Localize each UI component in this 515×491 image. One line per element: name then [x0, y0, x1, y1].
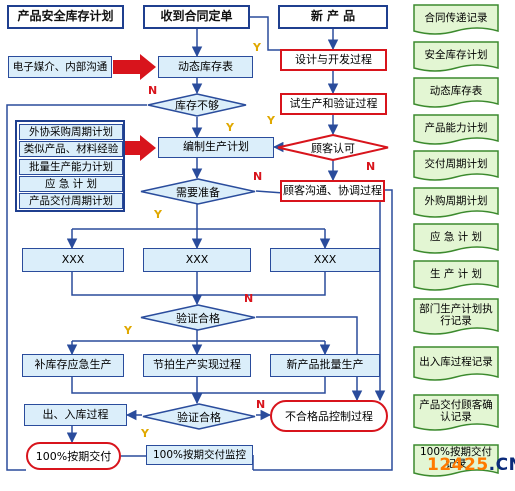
doc-label: 出入库过程记录: [419, 355, 493, 368]
doc-label: 动态库存表: [429, 84, 483, 97]
doc-dept-execution: 部门生产计划执行记录: [413, 298, 499, 338]
verify-diamond-2: [142, 403, 256, 430]
customer-approve-label: 顾客认可: [311, 141, 355, 155]
new-batch-box: 新产品批量生产: [270, 354, 380, 377]
doc-label: 应 急 计 划: [429, 230, 482, 243]
nonconforming-oval: 不合格品控制过程: [270, 400, 388, 432]
need-prepare-diamond: [140, 178, 256, 205]
design-dev-box: 设计与开发过程: [280, 49, 387, 71]
panel-item-batch-capacity: 批量生产能力计划: [19, 159, 123, 175]
doc-label: 合同传递记录: [424, 11, 488, 24]
doc-label: 外购周期计划: [424, 194, 488, 207]
flag-no: N: [366, 160, 376, 173]
panel-item-outsourcing: 外协采购周期计划: [19, 124, 123, 140]
doc-purchase-cycle: 外购周期计划: [413, 187, 499, 221]
doc-delivery-cycle: 交付周期计划: [413, 150, 499, 184]
header-contract-received: 收到合同定单: [143, 5, 250, 29]
in-out-process-box: 出、入库过程: [24, 404, 127, 426]
need-prepare-label: 需要准备: [176, 185, 220, 199]
doc-label: 交付周期计划: [424, 157, 488, 170]
xxx-box-3: XXX: [270, 248, 380, 272]
panel-item-emergency: 应 急 计 划: [19, 176, 123, 192]
doc-in-out-record: 出入库过程记录: [413, 346, 499, 384]
xxx-box-2: XXX: [143, 248, 251, 272]
restock-box: 补库存应急生产: [22, 354, 124, 377]
stock-insufficient-label: 库存不够: [175, 99, 219, 112]
make-plan-box: 编制生产计划: [158, 137, 274, 158]
site-watermark: 12425.CN: [427, 455, 515, 475]
xxx-box-1: XXX: [22, 248, 124, 272]
electronic-media-box: 电子媒介、内部沟通: [8, 56, 112, 78]
flag-no: N: [253, 170, 263, 183]
flag-yes: Y: [124, 324, 132, 337]
stock-insufficient-diamond: [147, 93, 247, 117]
flag-no: N: [256, 398, 266, 411]
header-safety-stock-plan: 产品安全库存计划: [7, 5, 124, 29]
watermark-domain: .CN: [488, 455, 515, 475]
doc-label: 100%按期交付记录: [419, 445, 493, 470]
doc-delivery-confirm: 产品交付顾客确认记录: [413, 394, 499, 434]
on-time-monitor-box: 100%按期交付监控: [146, 445, 253, 465]
doc-label: 产品交付顾客确认记录: [419, 398, 493, 423]
planning-inputs-panel: 外协采购周期计划 类似产品、材料经验 批量生产能力计划 应 急 计 划 产品交付…: [15, 120, 125, 212]
doc-label: 安全库存计划: [424, 48, 488, 61]
doc-safety-stock: 安全库存计划: [413, 41, 499, 75]
doc-dynamic-stock: 动态库存表: [413, 77, 499, 111]
doc-production-plan: 生 产 计 划: [413, 260, 499, 294]
doc-label: 部门生产计划执行记录: [419, 302, 493, 327]
takt-production-box: 节拍生产实现过程: [143, 354, 251, 377]
verify-label-2: 验证合格: [177, 410, 221, 424]
panel-item-similar-products: 类似产品、材料经验: [19, 141, 123, 157]
header-new-product: 新 产 品: [278, 5, 388, 29]
on-time-delivery-oval: 100%按期交付: [26, 442, 121, 470]
doc-label: 生 产 计 划: [429, 267, 482, 280]
doc-emergency-plan: 应 急 计 划: [413, 223, 499, 257]
doc-contract-record: 合同传递记录: [413, 4, 499, 38]
flag-yes: Y: [253, 41, 261, 54]
flag-no: N: [244, 292, 254, 305]
flag-yes: Y: [226, 121, 234, 134]
verify-label-1: 验证合格: [176, 311, 220, 325]
customer-approve-diamond: [277, 134, 389, 161]
flag-no: N: [148, 84, 158, 97]
dynamic-stock-box: 动态库存表: [158, 56, 253, 78]
doc-capacity-plan: 产品能力计划: [413, 114, 499, 148]
trial-production-box: 试生产和验证过程: [280, 93, 387, 115]
watermark-number: 12425: [427, 455, 489, 475]
flag-yes: Y: [141, 427, 149, 440]
customer-comm-box: 顾客沟通、协调过程: [280, 180, 385, 202]
doc-on-time-record: 100%按期交付记录: [413, 444, 499, 480]
panel-item-delivery-cycle: 产品交付周期计划: [19, 193, 123, 209]
flag-yes: Y: [267, 114, 275, 127]
verify-diamond-1: [140, 304, 256, 331]
flag-yes: Y: [154, 208, 162, 221]
doc-label: 产品能力计划: [424, 121, 488, 134]
